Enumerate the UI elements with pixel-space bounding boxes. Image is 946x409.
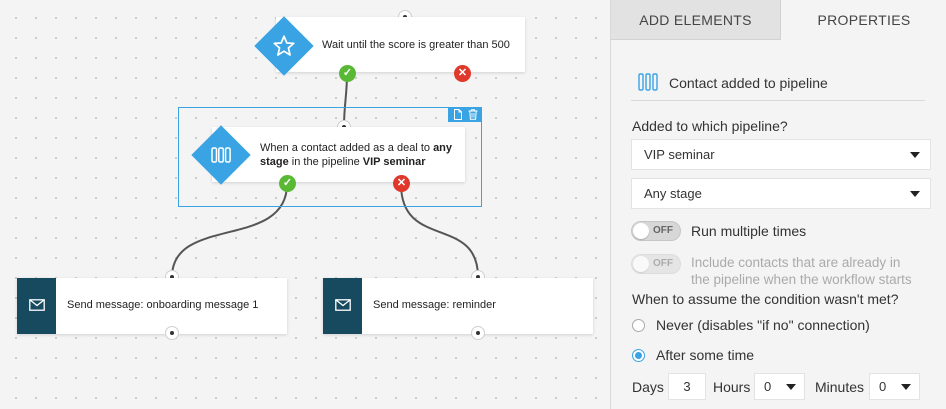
- toggle-state: OFF: [653, 258, 673, 269]
- pipeline-select[interactable]: VIP seminar: [631, 139, 931, 170]
- days-label: Days: [632, 379, 664, 395]
- stage-select-value: Any stage: [644, 186, 702, 201]
- include-existing-line2: the pipeline when the workflow starts: [691, 272, 912, 287]
- tab-properties[interactable]: PROPERTIES: [781, 0, 946, 40]
- wait-node[interactable]: Wait until the score is greater than 500: [276, 17, 525, 72]
- selection-frame: [178, 107, 482, 207]
- pipeline-text-part2: in the pipeline: [288, 156, 363, 168]
- copy-icon[interactable]: [453, 109, 463, 120]
- chevron-down-icon: [901, 384, 911, 390]
- send-message-node-reminder[interactable]: Send message: reminder: [323, 278, 593, 334]
- include-existing-toggle: OFF: [631, 254, 681, 274]
- include-existing-line1: Include contacts that are already in: [691, 255, 901, 270]
- radio-never[interactable]: [632, 319, 645, 332]
- envelope-icon: [335, 299, 351, 311]
- wait-node-text: Wait until the score is greater than 500: [322, 39, 510, 51]
- pipeline-node[interactable]: When a contact added as a deal to any st…: [212, 127, 465, 182]
- pipeline-text-part1: When a contact added as a deal to: [260, 142, 434, 154]
- workflow-canvas[interactable]: Wait until the score is greater than 500…: [0, 0, 610, 409]
- pipeline-node-text: When a contact added as a deal to any st…: [260, 141, 460, 169]
- node-toolbar: [448, 107, 482, 122]
- pipeline-question: Added to which pipeline?: [632, 118, 788, 134]
- send-message-node-onboarding[interactable]: Send message: onboarding message 1: [17, 278, 287, 334]
- pipeline-icon: [638, 73, 658, 91]
- toggle-knob: [633, 223, 649, 239]
- no-connector-badge[interactable]: ✕: [393, 175, 410, 192]
- envelope-icon: [29, 299, 45, 311]
- chevron-down-icon: [910, 191, 920, 197]
- toggle-state: OFF: [653, 225, 673, 236]
- star-icon: [273, 35, 295, 56]
- days-input[interactable]: 3: [668, 373, 706, 400]
- pipeline-text-bold2: VIP seminar: [362, 156, 426, 168]
- chevron-down-icon: [786, 384, 796, 390]
- include-existing-label: Include contacts that are already in the…: [691, 254, 912, 288]
- pipeline-select-value: VIP seminar: [644, 147, 715, 162]
- tab-add-elements[interactable]: ADD ELEMENTS: [611, 0, 781, 40]
- minutes-label: Minutes: [815, 379, 865, 395]
- stage-select[interactable]: Any stage: [631, 178, 931, 209]
- minutes-select[interactable]: 0: [869, 373, 920, 400]
- properties-panel: ADD ELEMENTS PROPERTIES Contact added to…: [610, 0, 946, 409]
- hours-select-value: 0: [764, 379, 772, 394]
- no-connector-badge[interactable]: ✕: [454, 65, 471, 82]
- yes-connector-badge[interactable]: ✓: [279, 175, 296, 192]
- chevron-down-icon: [910, 152, 920, 158]
- trash-icon[interactable]: [468, 109, 478, 120]
- message-node-text: Send message: reminder: [373, 299, 496, 311]
- hours-select[interactable]: 0: [754, 373, 805, 400]
- output-port[interactable]: [165, 326, 179, 340]
- pipeline-icon: [211, 147, 231, 163]
- radio-never-label: Never (disables "if no" connection): [656, 317, 870, 333]
- toggle-knob: [633, 256, 649, 272]
- message-node-text: Send message: onboarding message 1: [67, 299, 259, 311]
- radio-after-some-time-label: After some time: [656, 347, 755, 363]
- radio-after-some-time[interactable]: [632, 349, 645, 362]
- run-multiple-label: Run multiple times: [691, 223, 807, 239]
- output-port[interactable]: [471, 326, 485, 340]
- yes-connector-badge[interactable]: ✓: [339, 65, 356, 82]
- properties-title: Contact added to pipeline: [669, 75, 828, 91]
- properties-header: Contact added to pipeline: [631, 64, 925, 101]
- hours-label: Hours: [713, 379, 751, 395]
- pipeline-text-bold1: any stage: [260, 142, 453, 168]
- minutes-select-value: 0: [879, 379, 887, 394]
- message-icon-bg: [323, 278, 362, 334]
- condition-question: When to assume the condition wasn't met?: [632, 291, 899, 307]
- run-multiple-toggle[interactable]: OFF: [631, 221, 681, 241]
- message-icon-bg: [17, 278, 56, 334]
